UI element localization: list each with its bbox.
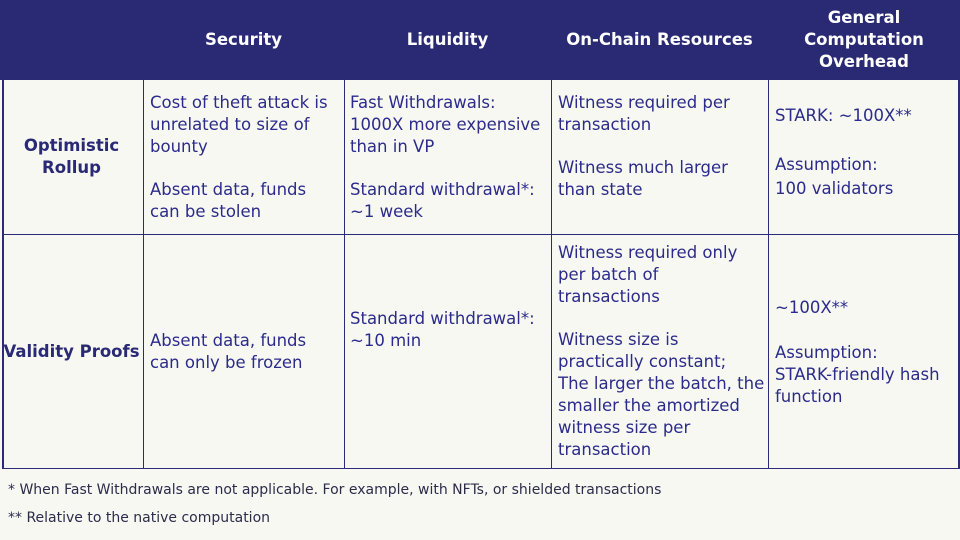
cell-optimistic-onchain: Witness required per transaction Witness… bbox=[558, 92, 730, 201]
header-computation-overhead: General Computation Overhead bbox=[768, 0, 960, 80]
cell-line: Witness much larger bbox=[558, 158, 728, 177]
cell-line: Absent data, funds bbox=[150, 180, 307, 199]
cell-line: STARK-friendly hash bbox=[775, 365, 940, 384]
cell-line: Absent data, funds bbox=[150, 331, 307, 350]
row-label-optimistic-rollup: Optimistic Rollup bbox=[0, 80, 143, 234]
cell-validity-computation: ~100X** Assumption: STARK-friendly hash … bbox=[775, 297, 940, 408]
header-computation-line2: Computation bbox=[804, 30, 924, 49]
footnote-relative-computation: ** Relative to the native computation bbox=[8, 510, 271, 526]
column-divider bbox=[344, 80, 345, 469]
cell-line: ~1 week bbox=[350, 202, 423, 221]
cell-line: function bbox=[775, 387, 843, 406]
cell-line: can be stolen bbox=[150, 202, 262, 221]
cell-line: Witness size is bbox=[558, 330, 679, 349]
cell-line: per batch of bbox=[558, 265, 659, 284]
cell-line: than state bbox=[558, 180, 643, 199]
column-divider bbox=[143, 80, 144, 469]
table-border-right bbox=[958, 80, 960, 469]
header-liquidity: Liquidity bbox=[406, 30, 489, 49]
cell-optimistic-liquidity: Fast Withdrawals: 1000X more expensive t… bbox=[350, 92, 540, 223]
table-border-left bbox=[2, 80, 4, 469]
cell-line: Witness required per bbox=[558, 93, 730, 112]
cell-optimistic-computation: STARK: ~100X** Assumption: 100 validator… bbox=[775, 105, 912, 201]
cell-line: Standard withdrawal*: bbox=[350, 180, 535, 199]
footnote-fast-withdrawals: * When Fast Withdrawals are not applicab… bbox=[8, 482, 662, 498]
cell-line: transactions bbox=[558, 287, 660, 306]
cell-line: ~100X** bbox=[775, 298, 849, 317]
cell-line: unrelated to size of bbox=[150, 115, 310, 134]
cell-line: The larger the batch, the bbox=[558, 374, 765, 393]
cell-line: Witness required only bbox=[558, 243, 738, 262]
cell-line: bounty bbox=[150, 137, 208, 156]
table-border-bottom bbox=[2, 468, 960, 469]
cell-line: transaction bbox=[558, 440, 652, 459]
cell-line: ~10 min bbox=[350, 331, 422, 350]
cell-line: can only be frozen bbox=[150, 353, 303, 372]
cell-line: than in VP bbox=[350, 137, 435, 156]
cell-line: 100 validators bbox=[775, 179, 894, 198]
cell-validity-liquidity: Standard withdrawal*: ~10 min bbox=[350, 308, 535, 352]
header-onchain-resources: On-Chain Resources bbox=[566, 30, 753, 49]
header-computation-line1: General bbox=[827, 8, 901, 27]
cell-line: 1000X more expensive bbox=[350, 115, 541, 134]
cell-line: Fast Withdrawals: bbox=[350, 93, 496, 112]
table-header: Security Liquidity On-Chain Resources Ge… bbox=[0, 0, 960, 80]
row-label: Validity Proofs bbox=[3, 341, 140, 361]
header-security: Security bbox=[204, 30, 283, 49]
cell-line: witness size per bbox=[558, 418, 691, 437]
cell-optimistic-security: Cost of theft attack is unrelated to siz… bbox=[150, 92, 328, 223]
cell-line: transaction bbox=[558, 115, 652, 134]
row-label-line1: Optimistic bbox=[23, 136, 120, 155]
cell-line: Cost of theft attack is bbox=[150, 93, 328, 112]
cell-line: smaller the amortized bbox=[558, 396, 740, 415]
cell-line: Assumption: bbox=[775, 343, 878, 362]
cell-line: STARK: ~100X** bbox=[775, 106, 912, 125]
row-label-line2: Rollup bbox=[42, 158, 101, 177]
cell-line: practically constant; bbox=[558, 352, 727, 371]
cell-line: Assumption: bbox=[775, 155, 878, 174]
cell-line: Standard withdrawal*: bbox=[350, 309, 535, 328]
cell-validity-onchain: Witness required only per batch of trans… bbox=[558, 242, 764, 461]
header-computation-line3: Overhead bbox=[819, 52, 909, 71]
column-divider bbox=[551, 80, 552, 469]
cell-validity-security: Absent data, funds can only be frozen bbox=[150, 330, 306, 374]
column-divider bbox=[768, 80, 769, 469]
row-divider bbox=[2, 234, 960, 235]
row-label-validity-proofs: Validity Proofs bbox=[0, 235, 143, 468]
